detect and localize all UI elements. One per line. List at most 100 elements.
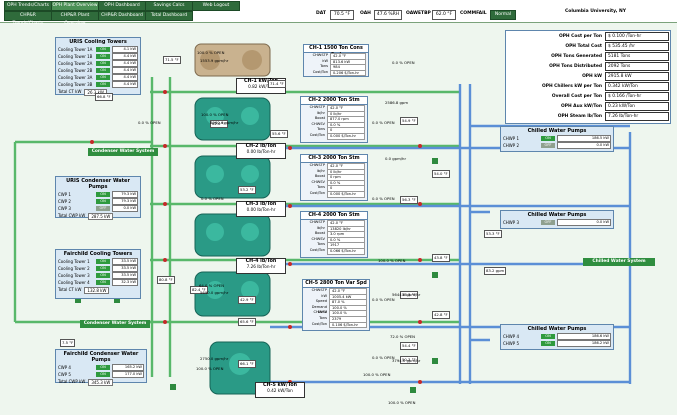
chiller-row-key: Tons bbox=[319, 315, 327, 320]
valve-percent: 64.0 % OPEN bbox=[199, 283, 224, 288]
summary-label: OPH Aux kW/Ton bbox=[561, 103, 602, 109]
nav-web-logout[interactable]: Web Logout bbox=[192, 1, 240, 11]
temp-tag: 65.6 °F bbox=[238, 318, 256, 326]
valve-percent: 72.0 % OPEN bbox=[390, 334, 415, 339]
condenser-water-system-label-2[interactable]: Condenser Water System bbox=[80, 320, 150, 328]
total-label: Total CWP kW bbox=[58, 379, 86, 384]
flow-label: 5690.0 gpm/hr bbox=[200, 290, 229, 295]
panel-title: URIS Cooling Towers bbox=[69, 39, 127, 45]
valve-percent: 0.0 % OPEN bbox=[372, 196, 395, 201]
efficiency-title: CH-4 lb/Ton bbox=[245, 259, 277, 264]
panel-title: Chilled Water Pumps bbox=[527, 128, 587, 134]
chiller-title: CH-3 2000 Ton Stm bbox=[301, 155, 367, 163]
panel-title: URIS Condenser Water Pumps bbox=[66, 178, 130, 190]
temp-tag: 66.1 °F bbox=[238, 360, 256, 368]
pump-kw: 0.0 kW bbox=[112, 205, 138, 212]
pump-name: CHWP 1 bbox=[503, 136, 519, 141]
temp-tag: 71.5 °F bbox=[163, 56, 181, 64]
tower-state: ON bbox=[96, 266, 110, 271]
condenser-water-system-label-1[interactable]: Condenser Water System bbox=[88, 148, 158, 156]
valve-percent: 0.0 % OPEN bbox=[372, 355, 395, 360]
efficiency-title: CH-3 lb/Ton bbox=[245, 202, 277, 207]
tower-state: ON bbox=[96, 54, 110, 59]
chiller-row-value: 0.000 $/Ton-hr bbox=[327, 132, 365, 140]
chiller-row-key: Tons bbox=[320, 64, 328, 69]
nav-savings-calcs[interactable]: Savings Calcs bbox=[145, 1, 193, 11]
chiller-row-key: Cost/Ton bbox=[312, 69, 328, 74]
pump-kw: 186.5 kW bbox=[557, 135, 611, 142]
pump-state: ON bbox=[96, 365, 110, 370]
pump-name: CHWP 3 bbox=[503, 220, 519, 225]
chiller-title: CH-2 2000 Ton Stm bbox=[301, 97, 367, 105]
oah-label: OAH bbox=[360, 11, 371, 16]
pump-state: OFF bbox=[96, 206, 110, 211]
pump-kw: 79.3 kW bbox=[112, 191, 138, 198]
summary-value: 5181 Tons bbox=[605, 51, 669, 61]
flow-label: 1553.9 gpm/hr bbox=[200, 58, 229, 63]
flow-label: 2586.8 gpm bbox=[385, 100, 409, 105]
temp-tag: 62.6 °F bbox=[210, 120, 228, 128]
tower-name: Cooling Tower 1A bbox=[58, 47, 93, 52]
nav-total-dashboard[interactable]: Total Dashboard bbox=[145, 11, 193, 21]
valve-percent: 0.0 % OPEN bbox=[138, 120, 161, 125]
efficiency-value: 0.42 kW/Ton bbox=[267, 388, 293, 393]
total-value: 132.8 kW bbox=[84, 287, 110, 294]
tower-state: ON bbox=[96, 273, 110, 278]
chiller-row-key: CHWSTP bbox=[309, 163, 325, 167]
summary-row: Overall Cost per Ton$ 0.166 /Ton-hr bbox=[506, 91, 670, 101]
panel-title: Fairchild Condenser Water Pumps bbox=[63, 351, 139, 363]
summary-label: OPH Chillers kW per Ton bbox=[542, 83, 602, 89]
tower-name: Cooling Tower 2 bbox=[58, 266, 90, 271]
chiller-row-key: Tons bbox=[317, 242, 325, 247]
nav-chpr-dashboard[interactable]: CHP&R Dashboard bbox=[98, 11, 146, 21]
pump-name: CWP 1 bbox=[58, 192, 71, 197]
summary-label: Overall Cost per Ton bbox=[551, 93, 602, 99]
tower-kw: 4.4 kW bbox=[112, 67, 138, 74]
valve-percent: 100.0 % OPEN bbox=[378, 258, 406, 263]
pump-kw: 186.6 kW bbox=[557, 333, 611, 340]
chiller-row-key: CHWSV bbox=[311, 121, 325, 126]
pump-state: ON bbox=[541, 334, 555, 339]
valve-percent: 100.0 % OPEN bbox=[197, 50, 225, 55]
nav-chpr-plant-overview[interactable]: CHP&R Plant Overview bbox=[51, 11, 99, 26]
summary-label: OPH Tons Distributed bbox=[549, 63, 602, 69]
summary-row: OPH Cost per Ton$ 0.100 /Ton-hr bbox=[506, 31, 670, 41]
chiller-row-key: CHWSV bbox=[311, 179, 325, 184]
tower-kw: 33.5 kW bbox=[112, 265, 138, 272]
pump-kw: 0.0 kW bbox=[557, 142, 611, 149]
temp-tag: 54.0 °F bbox=[432, 170, 450, 178]
total-label: Total CT kW bbox=[58, 287, 82, 292]
panel-title: Fairchild Cooling Towers bbox=[63, 251, 133, 257]
valve-percent: 0.0 % OPEN bbox=[201, 196, 224, 201]
pump-state: OFF bbox=[541, 143, 555, 148]
summary-value: 0.342 kW/Ton bbox=[605, 81, 669, 91]
nav-chpr-trends[interactable]: CHP&R Trends/Charts bbox=[4, 11, 52, 26]
nav-oph-plant-overview[interactable]: OPH Plant Overview bbox=[51, 1, 99, 11]
temp-tag: 43.8 °F bbox=[432, 254, 450, 262]
flow-label: 5644.0 gpm/hr bbox=[392, 292, 421, 297]
oawetb-value: 62.0 °F bbox=[432, 10, 456, 20]
chiller-row-key: CHWSV bbox=[313, 310, 327, 315]
chiller-row-key: lb/hr bbox=[316, 110, 325, 115]
chiller-row-value: 0.066 $/Ton-hr bbox=[327, 247, 365, 255]
nav-oph-trends[interactable]: OPH Trends/Charts bbox=[4, 1, 52, 11]
nav-oph-dashboard[interactable]: OPH Dashboard bbox=[98, 1, 146, 11]
chilled-water-system-label[interactable]: Chilled Water System bbox=[583, 258, 655, 266]
temp-tag: 7.5 °F bbox=[60, 339, 76, 347]
chiller-row-key: lb/hr bbox=[316, 225, 325, 230]
temp-tag: 54.9 °F bbox=[400, 117, 418, 125]
